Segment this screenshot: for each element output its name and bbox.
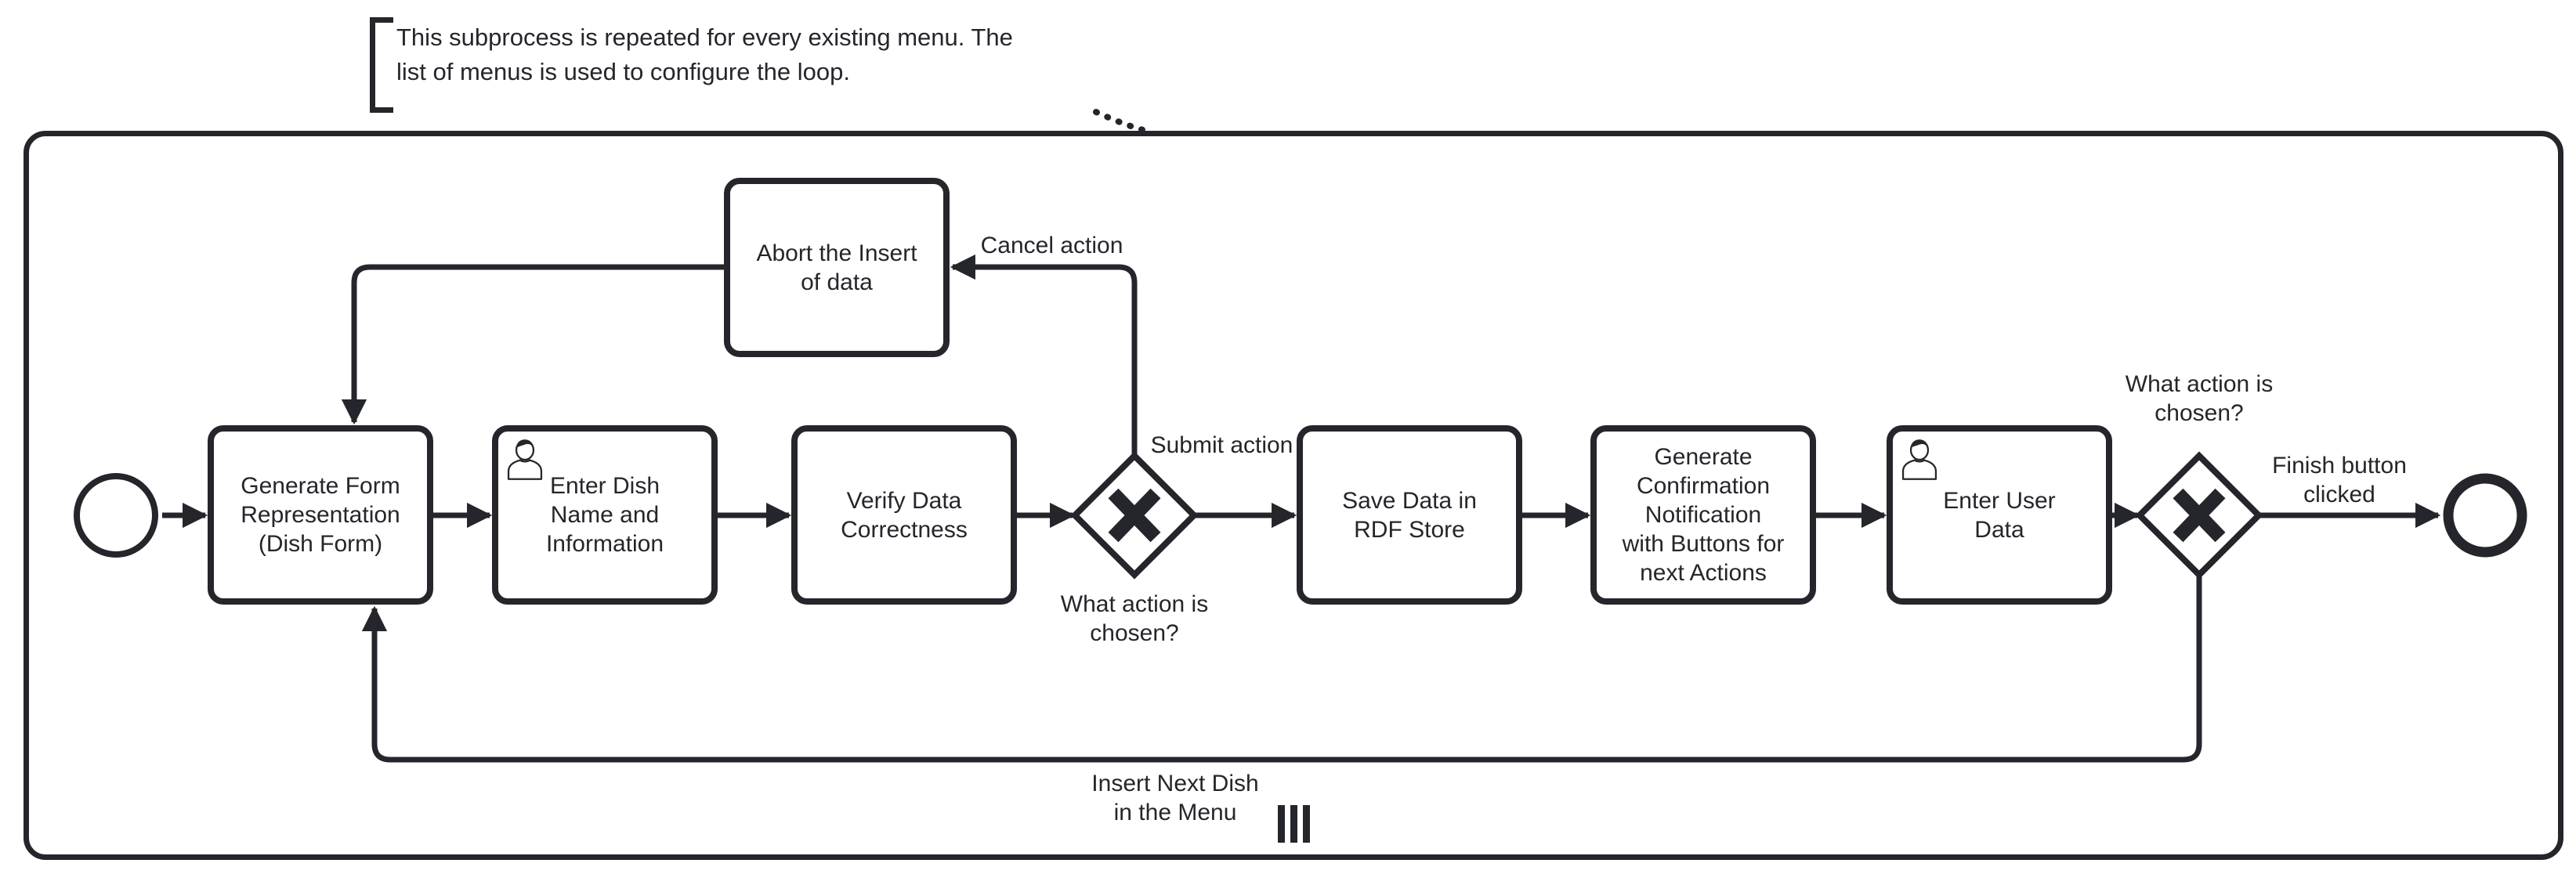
task-confirmation: Generate Confirmation Notification with … [1590,425,1816,605]
exclusive-gateway-2 [2135,451,2263,580]
flow-gateway2-loop-to-generate-form [361,575,2202,763]
task-label: Verify Data Correctness [841,487,968,543]
start-event [74,473,158,558]
flow-abort-to-generate-form [341,264,724,425]
task-label: Enter Dish Name and Information [545,473,664,557]
x-marker-icon [1108,488,1161,543]
flow-label-finish: Finish button clicked [2272,453,2407,507]
task-generate-form: Generate Form Representation (Dish Form) [208,425,433,605]
parallel-multi-instance-icon [1278,805,1310,843]
x-marker-icon [2173,488,2226,543]
task-label: Generate Form Representation (Dish Form) [241,473,400,557]
flow-gateway1-cancel-to-abort [950,254,1138,456]
end-event [2443,473,2527,558]
gateway2-question-label: What action is chosen? [2125,371,2274,426]
gateway1-question-label: What action is chosen? [1060,591,1209,646]
task-enter-user: Enter User Data [1887,425,2112,605]
task-enter-dish: Enter Dish Name and Information [492,425,718,605]
task-label: Generate Confirmation Notification with … [1622,444,1785,586]
subprocess-frame [24,131,2563,860]
task-save-rdf: Save Data in RDF Store [1297,425,1522,605]
exclusive-gateway-1 [1070,451,1199,580]
user-icon [1901,439,1937,480]
task-abort-insert: Abort the Insert of data [724,178,950,357]
flow-label-loop: Insert Next Dish in the Menu [1091,771,1259,825]
flow-label-submit: Submit action [1150,432,1293,458]
flow-label-cancel: Cancel action [980,233,1123,258]
task-label: Enter User Data [1943,487,2056,543]
annotation-bracket [370,17,393,113]
annotation-association [1093,109,1149,134]
annotation-text: This subprocess is repeated for every ex… [396,23,1013,85]
user-icon [507,439,543,480]
task-label: Abort the Insert of data [756,240,917,295]
task-label: Save Data in RDF Store [1342,487,1477,543]
task-verify-data: Verify Data Correctness [791,425,1017,605]
